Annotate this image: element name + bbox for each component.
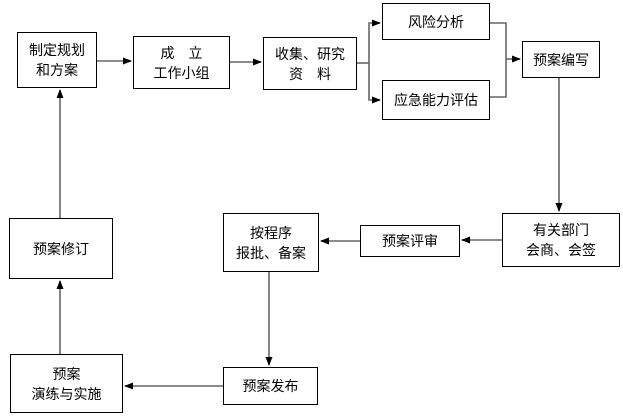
edge-risk-merge — [490, 22, 507, 59]
edge-capability-merge — [490, 59, 507, 98]
node-approval-filing: 按程序 报批、备案 — [223, 213, 319, 272]
node-plan-drafting: 预案编写 — [522, 41, 600, 78]
node-working-group: 成 立 工作小组 — [133, 36, 230, 89]
edge-collect-risk — [368, 19, 381, 63]
node-risk-analysis: 风险分析 — [382, 3, 490, 40]
node-collect-research: 收集、研究 资 料 — [263, 37, 357, 90]
node-plan-review: 预案评审 — [360, 225, 460, 257]
node-department-consultation: 有关部门 会商、会签 — [502, 213, 620, 267]
node-plan-revision: 预案修订 — [9, 218, 113, 279]
node-plan: 制定规划 和方案 — [17, 32, 97, 88]
node-capability-assessment: 应急能力评估 — [382, 80, 490, 120]
node-plan-publication: 预案发布 — [223, 367, 318, 405]
node-drill-implementation: 预案 演练与实施 — [10, 354, 123, 413]
edge-collect-capability — [368, 63, 381, 104]
